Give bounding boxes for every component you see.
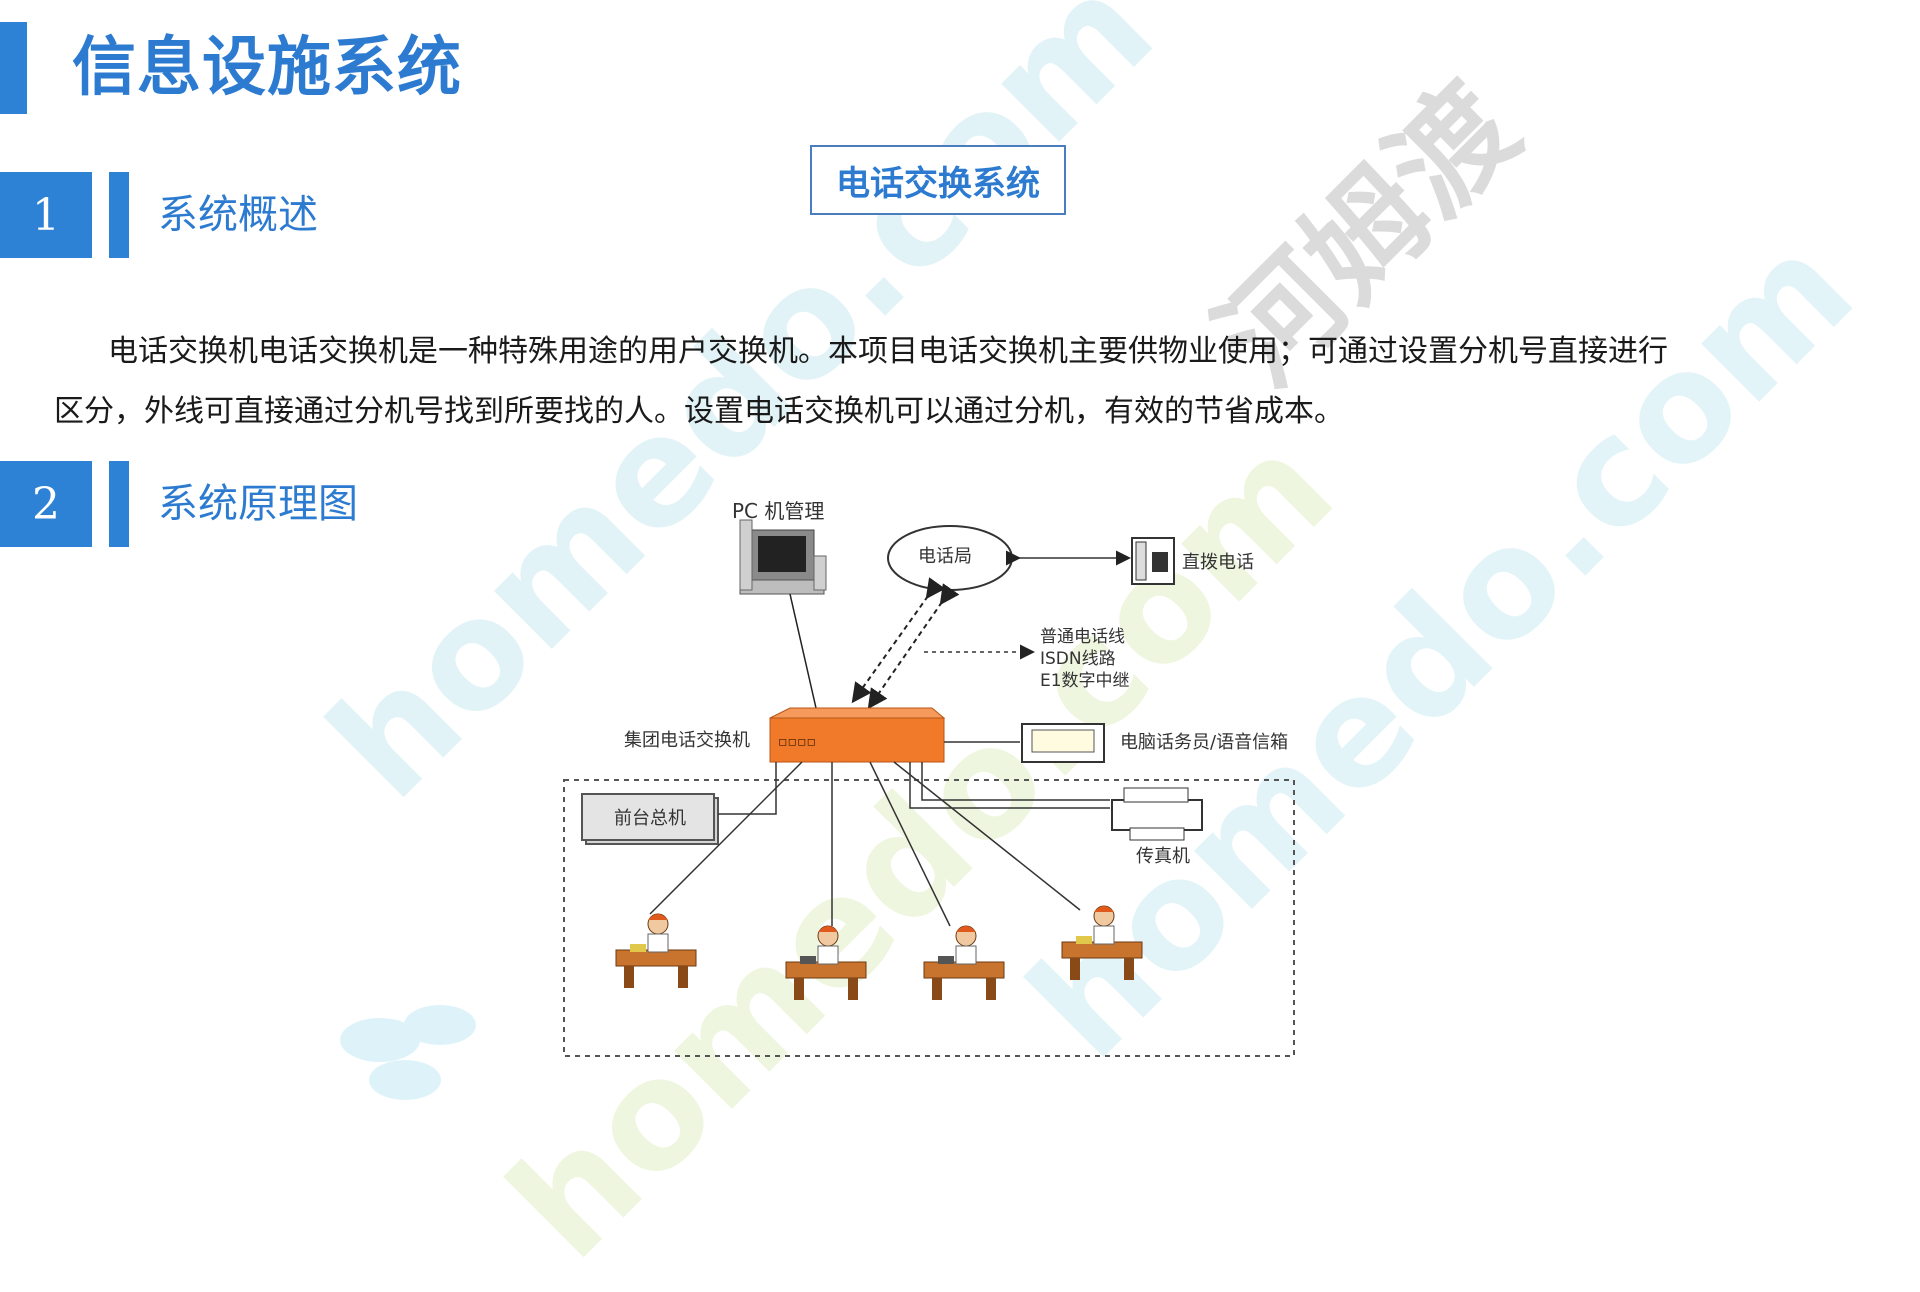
internal-network-boundary [563,779,1295,1057]
central-office-label: 电话局 [918,546,972,567]
line-type-2: ISDN线路 [1040,649,1116,669]
extension-user-icon [1061,905,1143,980]
fax-link-2 [909,762,1110,809]
phone-icon [1131,537,1175,585]
section-title-diagram: 系统原理图 [158,481,358,527]
page-title: 信息设施系统 [72,31,462,105]
extension-link-1 [649,761,803,915]
line-type-1: 普通电话线 [1040,627,1125,647]
trunk-line-1 [851,577,946,704]
pbx-diagram: PC 机管理 电话局 直拨电话 普通电话线 ISDN线路 E1数字中继 ▫▫▫▫… [563,499,1295,1057]
pc-computer-icon [739,519,827,595]
section-accent-bar [109,172,129,258]
section-number: 1 [0,172,92,258]
pbx-indicator-lights: ▫▫▫▫ [778,734,816,750]
topic-box: 电话交换系统 [810,145,1066,215]
title-accent-bar [0,22,27,114]
pbx-switch-icon [769,707,946,763]
watermark-logo-icon [340,1005,476,1100]
pc-pbx-link [789,593,817,709]
pbx-label: 集团电话交换机 [624,730,750,751]
attendant-label: 电脑话务员/语音信箱 [1120,732,1288,753]
extension-user-icon [615,913,697,988]
fax-label: 传真机 [1136,846,1190,867]
trunk-line-2 [867,583,960,710]
front-desk-link [718,762,777,815]
line-type-3: E1数字中继 [1040,671,1130,691]
extension-user-icon [923,925,1005,1000]
description-text: 电话交换机电话交换机是一种特殊用途的用户交换机。本项目电话交换机主要供物业使用；… [54,334,1668,429]
direct-phone-label: 直拨电话 [1182,552,1254,573]
front-desk-label: 前台总机 [614,808,686,829]
attendant-terminal-icon [1021,723,1105,763]
pc-label: PC 机管理 [732,499,824,523]
description-paragraph: 电话交换机电话交换机是一种特殊用途的用户交换机。本项目电话交换机主要供物业使用；… [54,322,1674,442]
extension-link-4 [893,761,1081,911]
extension-link-3 [869,761,951,927]
fax-machine-icon [1111,787,1203,841]
extension-user-icon [785,925,867,1000]
section-title-overview: 系统概述 [158,192,318,238]
section-number: 2 [0,461,92,547]
front-desk-console-icon [581,793,719,845]
fax-link [921,762,1110,801]
section-accent-bar [109,461,129,547]
